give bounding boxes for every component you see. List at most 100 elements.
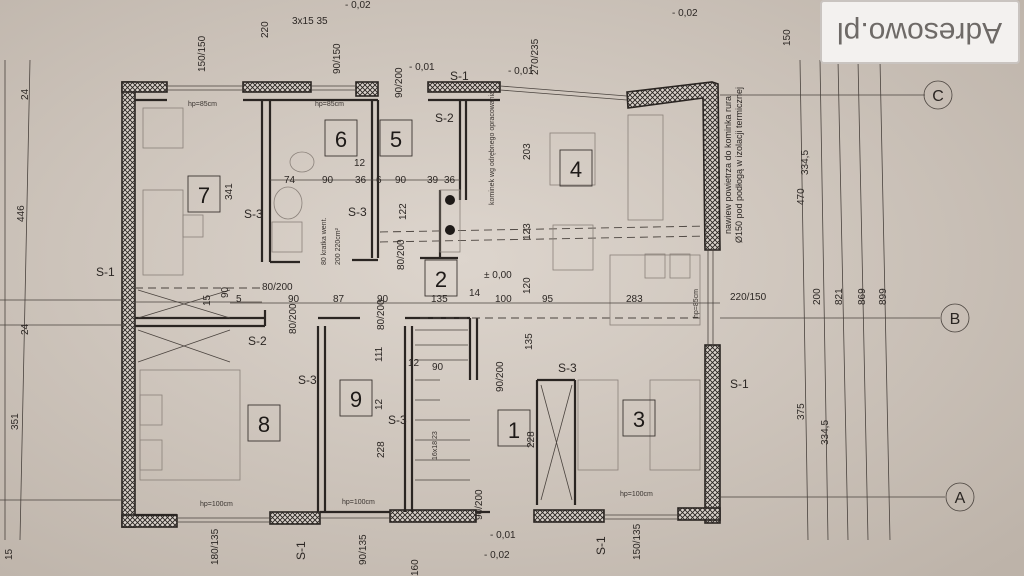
svg-text:899: 899 (878, 288, 889, 305)
svg-text:80/200: 80/200 (396, 239, 407, 270)
svg-text:821: 821 (834, 288, 845, 305)
svg-text:90/200: 90/200 (495, 361, 506, 392)
svg-text:3x15 35: 3x15 35 (292, 16, 328, 27)
adresowo-watermark: Adresowo.pl (820, 0, 1020, 64)
svg-text:S-3: S-3 (348, 205, 367, 219)
svg-text:12: 12 (374, 398, 385, 410)
svg-text:470: 470 (796, 188, 807, 205)
svg-text:36: 36 (444, 175, 456, 186)
svg-text:80 kratka went.: 80 kratka went. (321, 217, 328, 265)
svg-text:- 0,01: - 0,01 (490, 530, 516, 541)
svg-text:hp=100cm: hp=100cm (200, 501, 233, 508)
svg-text:S-1: S-1 (294, 541, 308, 560)
svg-text:24: 24 (20, 88, 31, 100)
svg-text:S-3: S-3 (298, 373, 317, 387)
svg-text:S-3: S-3 (558, 361, 577, 375)
svg-text:90: 90 (395, 175, 407, 186)
svg-text:S-3: S-3 (244, 207, 263, 221)
svg-text:S-1: S-1 (594, 536, 608, 555)
axis-c: C (932, 88, 944, 105)
room-8: 8 (258, 412, 270, 437)
svg-text:90: 90 (432, 362, 444, 373)
svg-text:hp=100cm: hp=100cm (620, 491, 653, 498)
svg-text:150/150: 150/150 (197, 35, 208, 72)
svg-text:270/235: 270/235 (530, 38, 541, 75)
air-inlet-note: nawiew powietrza do kominka rura Ø150 po… (723, 86, 744, 244)
svg-text:± 0,00: ± 0,00 (484, 270, 512, 281)
room-3: 3 (633, 407, 645, 432)
outer-walls (121, 81, 721, 528)
svg-text:220/150: 220/150 (730, 292, 767, 303)
dimension-labels: 446 351 24 24 15 334,5 200 334,5 821 375… (4, 16, 889, 576)
room-7: 7 (198, 183, 210, 208)
svg-text:334,5: 334,5 (800, 150, 811, 175)
svg-text:135: 135 (431, 294, 448, 305)
svg-text:341: 341 (224, 183, 235, 200)
svg-text:123: 123 (522, 223, 533, 240)
svg-text:S-2: S-2 (248, 334, 267, 348)
svg-text:16x18 23: 16x18 23 (432, 431, 439, 460)
svg-text:- 0,02: - 0,02 (345, 0, 371, 11)
svg-text:283: 283 (626, 294, 643, 305)
svg-text:80/200: 80/200 (288, 303, 299, 334)
svg-text:80/200: 80/200 (262, 282, 293, 293)
svg-text:228: 228 (526, 431, 537, 448)
svg-text:90/150: 90/150 (332, 43, 343, 74)
watermark-text: Adresowo.pl (837, 16, 1003, 49)
svg-text:446: 446 (16, 205, 27, 222)
svg-text:hp=85cm: hp=85cm (693, 289, 700, 318)
svg-text:160: 160 (410, 559, 421, 576)
room-5: 5 (390, 127, 402, 152)
svg-text:12: 12 (408, 358, 420, 369)
svg-text:87: 87 (333, 294, 345, 305)
axis-a: A (955, 490, 966, 507)
svg-text:- 0,01: - 0,01 (409, 62, 435, 73)
svg-text:90: 90 (322, 175, 334, 186)
svg-text:S-1: S-1 (730, 377, 749, 391)
svg-text:95: 95 (542, 294, 554, 305)
svg-text:hp=100cm: hp=100cm (342, 499, 375, 506)
svg-text:90: 90 (377, 294, 389, 305)
svg-text:220: 220 (260, 21, 271, 38)
svg-text:203: 203 (522, 143, 533, 160)
svg-text:150/135: 150/135 (632, 523, 643, 560)
svg-text:90: 90 (220, 286, 231, 298)
svg-text:90: 90 (288, 294, 300, 305)
wall-type-labels: S-1 S-1 S-1 S-2 S-2 S-3 S-3 S-3 S-3 S-3 … (96, 69, 749, 560)
svg-text:111: 111 (374, 346, 385, 362)
svg-text:100: 100 (495, 294, 512, 305)
svg-text:135: 135 (524, 333, 535, 350)
svg-text:228: 228 (376, 441, 387, 458)
svg-text:S-1: S-1 (96, 265, 115, 279)
svg-text:5: 5 (236, 294, 242, 305)
svg-text:14: 14 (469, 288, 481, 299)
svg-text:kominek wg odrębnego opracowan: kominek wg odrębnego opracowania (489, 91, 496, 205)
svg-text:S-3: S-3 (388, 413, 407, 427)
window-lines (0, 85, 714, 523)
svg-text:hp=85cm: hp=85cm (188, 101, 217, 108)
svg-text:hp=85cm: hp=85cm (315, 101, 344, 108)
room-4: 4 (570, 157, 582, 182)
svg-text:90/200: 90/200 (474, 489, 485, 520)
svg-text:S-1: S-1 (450, 69, 469, 83)
svg-text:80/200: 80/200 (376, 299, 387, 330)
svg-text:375: 375 (796, 403, 807, 420)
svg-text:122: 122 (398, 203, 409, 220)
room-labels: 1 2 3 4 5 6 7 8 9 (187, 119, 656, 447)
svg-text:180/135: 180/135 (210, 528, 221, 565)
room-9: 9 (350, 387, 362, 412)
svg-text:150: 150 (782, 29, 793, 46)
svg-text:869: 869 (857, 288, 868, 305)
room-6: 6 (335, 127, 347, 152)
room-1: 1 (508, 418, 520, 443)
svg-text:200 220cm²: 200 220cm² (335, 227, 342, 265)
axis-markers: C B A (720, 59, 975, 541)
svg-text:74: 74 (284, 175, 296, 186)
svg-text:12: 12 (354, 158, 366, 169)
annotations: hp=85cm hp=85cm hp=100cm hp=100cm hp=100… (188, 0, 700, 561)
svg-text:15: 15 (4, 548, 15, 560)
svg-text:S-2: S-2 (435, 111, 454, 125)
svg-text:90/135: 90/135 (358, 534, 369, 565)
svg-text:- 0,02: - 0,02 (672, 8, 698, 19)
